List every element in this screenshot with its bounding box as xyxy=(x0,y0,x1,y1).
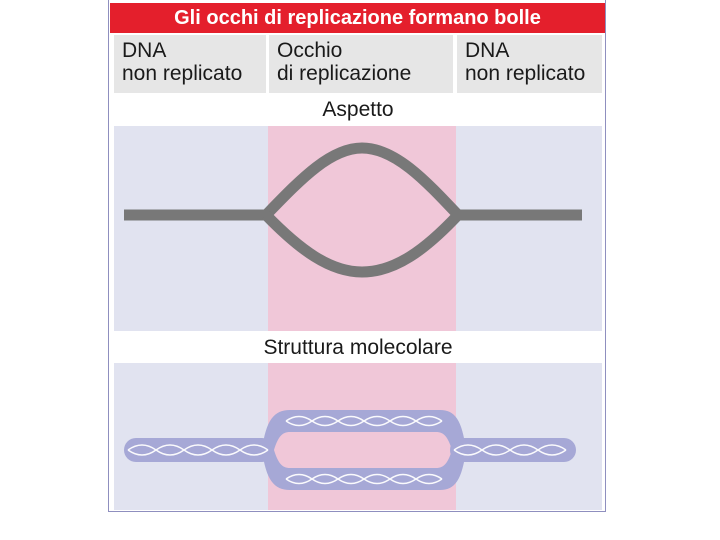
right-panel-top xyxy=(456,126,602,331)
column-header-middle-line1: Occhio xyxy=(277,39,343,62)
section-label-structure: Struttura molecolare xyxy=(114,334,602,362)
column-header-right: DNA non replicato xyxy=(457,35,602,93)
column-header-right-line1: DNA xyxy=(465,39,510,62)
left-panel-bottom xyxy=(114,363,268,510)
helix-left xyxy=(124,438,274,462)
helix-right xyxy=(450,438,576,462)
bubble-bottom-strand xyxy=(262,211,463,278)
helix-backbone-pattern xyxy=(127,415,567,485)
figure-title: Gli occhi di replicazione formano bolle xyxy=(110,3,605,33)
right-panel-bottom xyxy=(456,363,602,510)
column-header-right-line2: non replicato xyxy=(465,62,586,85)
replication-bubble-diagram xyxy=(124,142,582,278)
bubble-upper-helix xyxy=(262,410,466,450)
column-header-left-line1: DNA xyxy=(122,39,167,62)
section-label-appearance: Aspetto xyxy=(114,96,602,124)
molecular-structure-diagram xyxy=(124,410,576,490)
column-header-middle: Occhio di replicazione xyxy=(269,35,453,93)
column-header-left-line2: non replicato xyxy=(122,62,243,85)
left-panel-top xyxy=(114,126,268,331)
bubble-lower-helix xyxy=(262,450,466,490)
column-header-middle-line2: di replicazione xyxy=(277,62,412,85)
bubble-top-strand xyxy=(262,142,463,219)
middle-panel-top xyxy=(268,126,456,331)
column-header-left: DNA non replicato xyxy=(114,35,266,93)
